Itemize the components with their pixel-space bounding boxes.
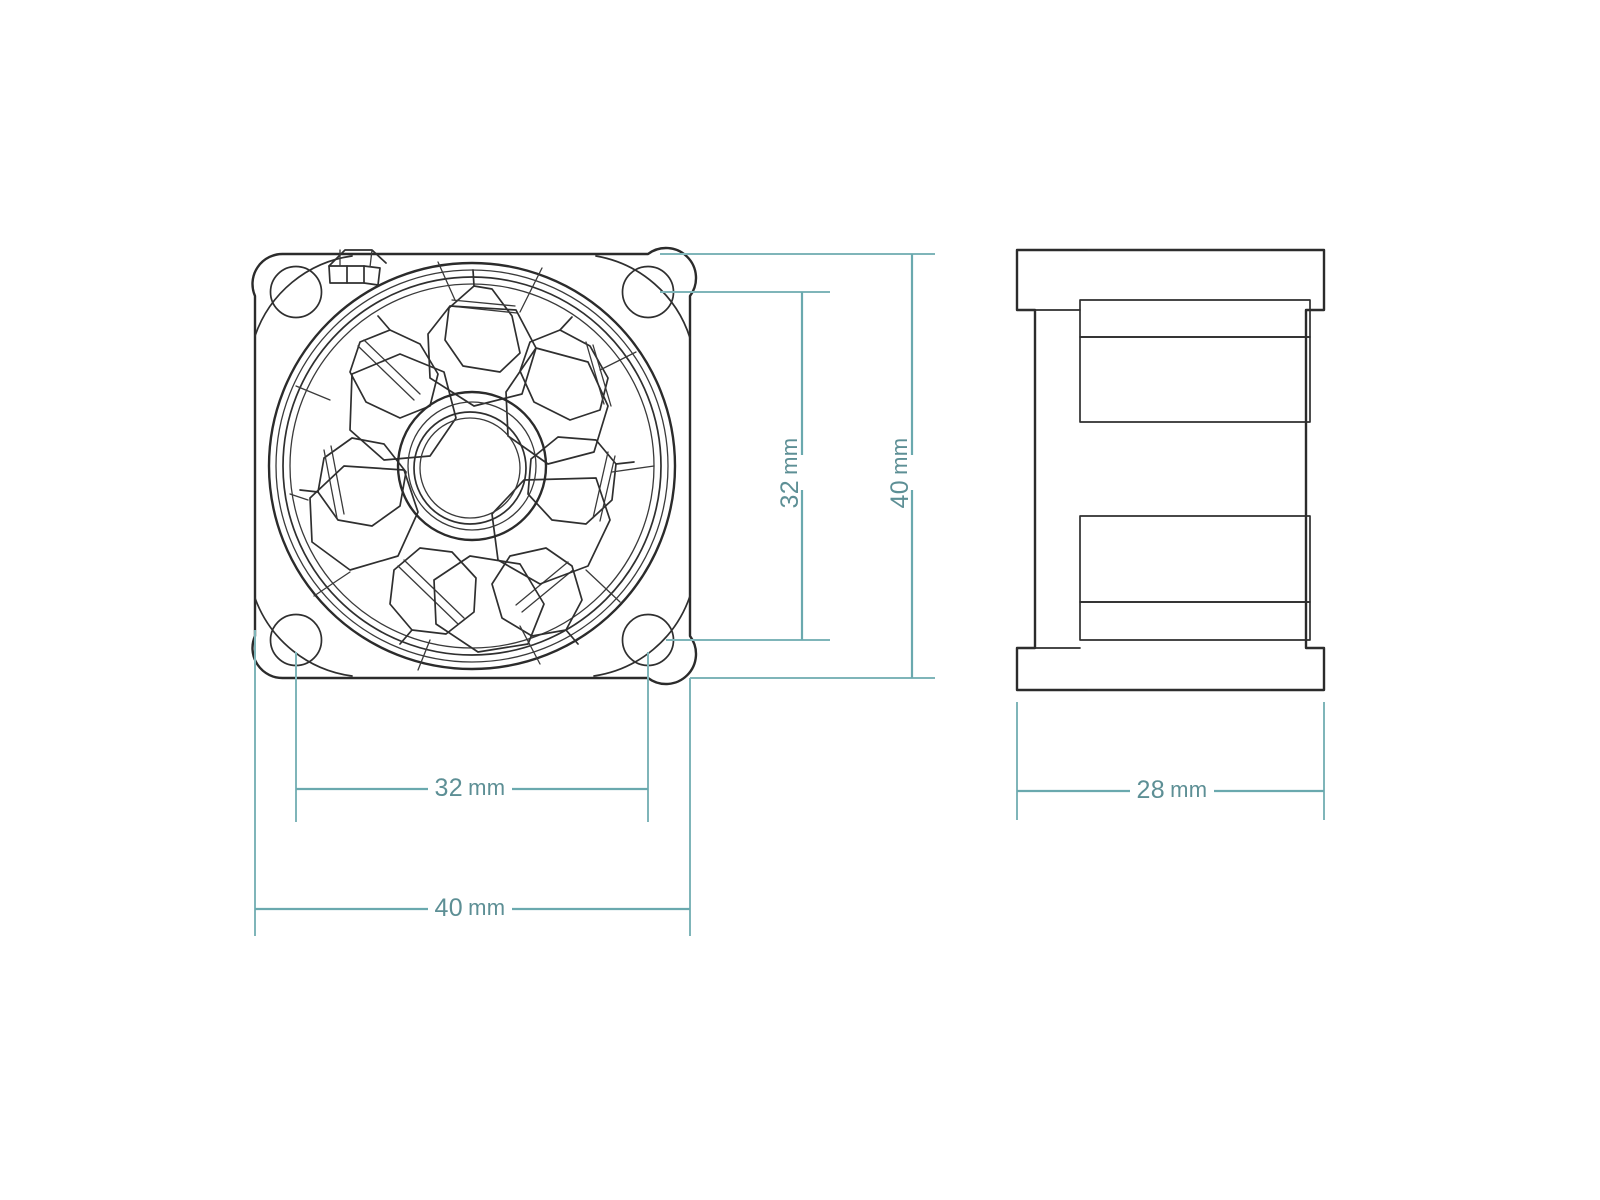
blade-root-left [309, 465, 419, 571]
frame-corner-fillet-bl [254, 597, 353, 677]
side-view-body-outline [1015, 248, 1326, 692]
blade-root-lower-right [491, 477, 611, 585]
fan-blade-2 [519, 316, 612, 421]
side-view [1015, 248, 1326, 692]
svg-text:40mm: 40mm [886, 437, 914, 508]
dim-label-40-vertical: 40mm [886, 437, 914, 508]
blade-gap-lines [289, 261, 655, 671]
fan-blade-5 [389, 547, 477, 645]
hub-mid-ring [407, 401, 537, 531]
fan-impeller [299, 269, 635, 653]
fan-blade-6 [299, 437, 407, 527]
hub-outer-ring [396, 390, 548, 542]
fan-frame-outline [251, 246, 698, 686]
hub-inner-ring [413, 411, 527, 525]
blade-root-bottom [433, 555, 545, 653]
shroud-inner-ring [282, 276, 662, 656]
shroud-outer-ring [267, 261, 677, 671]
shroud-mid-ring [275, 269, 669, 663]
mounting-hole-top-left [269, 265, 323, 319]
side-view-top-recess [1079, 299, 1311, 423]
fan-blade-3 [527, 436, 635, 525]
frame-corner-fillet-tr [595, 255, 691, 339]
dim-label-32-vertical: 32mm [776, 437, 804, 508]
svg-text:32mm: 32mm [776, 437, 804, 508]
side-view-bottom-recess [1079, 515, 1311, 641]
blade-root-top [427, 305, 537, 407]
frame-corner-fillet-br [593, 595, 691, 677]
fan-blade-7 [349, 315, 439, 419]
cable-exit-notch [328, 249, 387, 286]
hub-center-ring [419, 417, 521, 519]
front-view [251, 246, 698, 686]
blade-root-upper-left [349, 353, 457, 461]
